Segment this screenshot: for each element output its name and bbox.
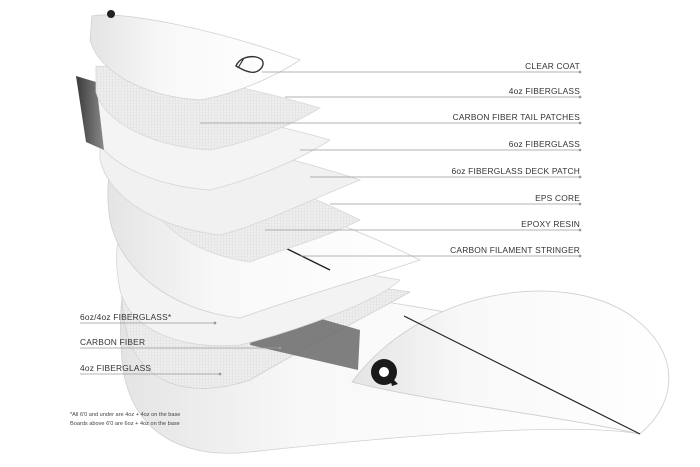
left-leader-lines xyxy=(80,321,282,376)
label-base-4oz-fiberglass: 4oz FIBERGLASS xyxy=(80,363,152,373)
label-6oz-fiberglass-deck-patch: 6oz FIBERGLASS DECK PATCH xyxy=(451,166,580,176)
label-base-6oz-4oz-fiberglass: 6oz/4oz FIBERGLASS* xyxy=(80,312,172,322)
board-nose xyxy=(351,290,670,435)
right-leader-lines xyxy=(200,70,582,258)
label-epoxy-resin: EPOXY RESIN xyxy=(521,219,580,229)
label-base-carbon-fiber: CARBON FIBER xyxy=(80,337,146,347)
label-eps-core: EPS CORE xyxy=(535,193,580,203)
label-4oz-fiberglass: 4oz FIBERGLASS xyxy=(508,86,580,96)
torq-nose-logo-icon xyxy=(371,359,398,386)
torq-logo-icon xyxy=(235,55,264,74)
fin-plug-icon xyxy=(107,10,115,18)
label-6oz-fiberglass: 6oz FIBERGLASS xyxy=(508,139,580,149)
footnote-line-1: *All 6'0 and under are 4oz + 4oz on the … xyxy=(70,412,181,418)
clear-coat-layer xyxy=(89,10,301,101)
label-carbon-filament-stringer: CARBON FILAMENT STRINGER xyxy=(450,245,580,255)
label-clear-coat: CLEAR COAT xyxy=(525,61,580,71)
footnote-line-2: Boards above 6'0 are 6oz + 4oz on the ba… xyxy=(70,421,180,427)
label-carbon-fiber-tail-patches: CARBON FIBER TAIL PATCHES xyxy=(452,112,580,122)
